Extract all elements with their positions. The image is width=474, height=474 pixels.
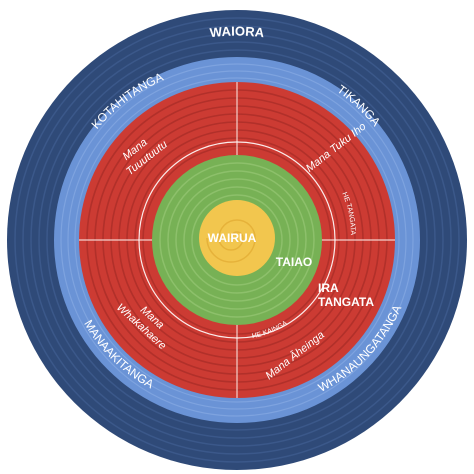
taiao-spiral xyxy=(159,162,315,318)
quadrant-dividers xyxy=(79,82,395,398)
waiora-ring-texture xyxy=(14,17,460,463)
waiora-label: WAIORA xyxy=(209,24,266,41)
wairua-swirl xyxy=(206,219,256,263)
ira-tangata-label-line2: TANGATA xyxy=(318,295,374,309)
values-ring-texture xyxy=(60,63,414,417)
ira-tangata-label-line1: IRA xyxy=(318,281,339,295)
taiao-label: TAIAO xyxy=(276,255,312,269)
wairua-circle xyxy=(199,200,275,276)
inner-white-line xyxy=(138,141,336,339)
wairua-label: WAIRUA xyxy=(208,231,257,245)
